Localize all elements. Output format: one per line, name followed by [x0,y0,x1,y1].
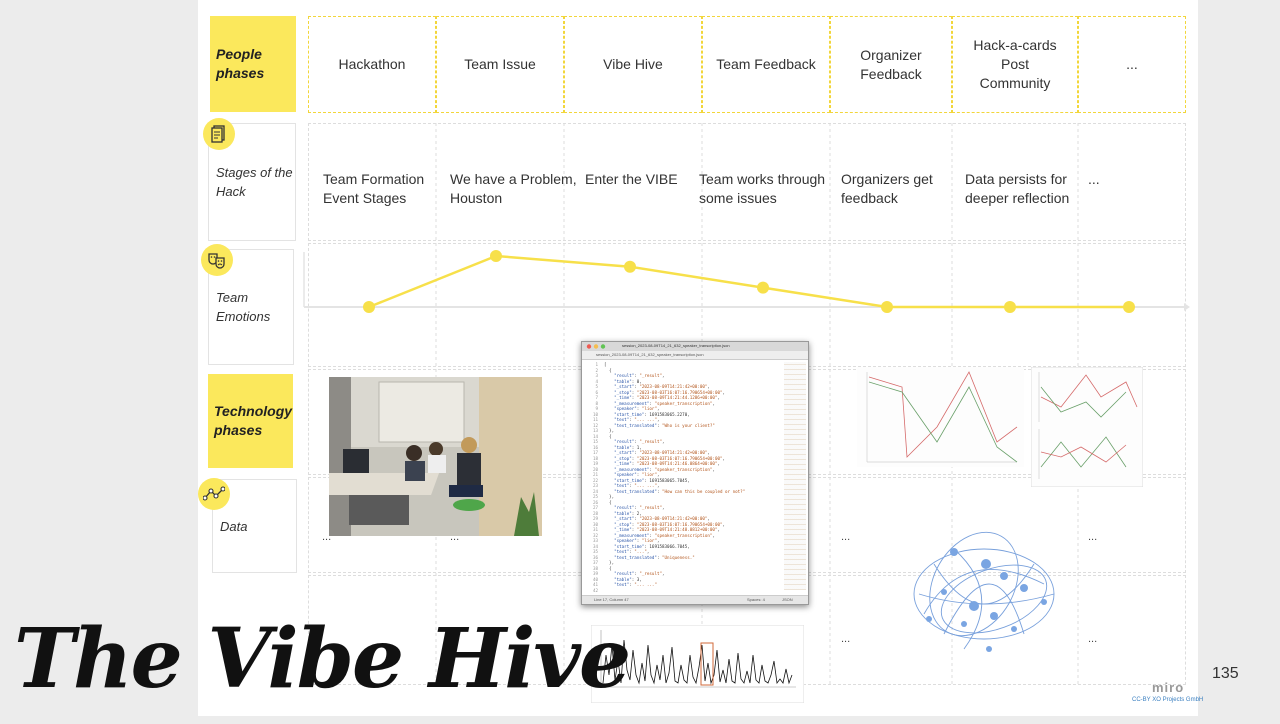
window-controls-icon [586,344,606,349]
data-flow-badge [198,478,230,510]
data-row-label: Data [220,518,248,534]
line-chart-thumbnail-2 [1031,367,1143,487]
emotions-row-label: Team Emotions [216,290,271,324]
line-chart-thumbnail [857,367,1024,467]
team-photo [329,377,542,536]
phase-label: Vibe Hive [603,56,663,72]
json-code: [ { "result": "_result", "table": 0, "_s… [604,362,746,587]
document-badge [203,118,235,150]
json-editor-screenshot: session_2023-08-09T14_21_632_speaker_tra… [581,341,809,605]
status-syntax: JSON [782,597,793,602]
emotion-axis-arrow [1184,303,1190,311]
page-number: 135 [1212,665,1239,682]
slide-title: The Vibe Hive [14,611,631,707]
data-ellipsis: ... [1088,633,1098,645]
stage-text-4: Team works through some issues [699,171,826,206]
emotion-point [1123,301,1135,313]
data-ellipsis: ... [1088,531,1098,543]
phase-label: Team Issue [464,56,536,72]
data-ellipsis: ... [841,633,851,645]
phase-cell-5: Organizer Feedback [830,16,952,113]
status-indentation: Spaces: 4 [747,597,765,602]
stage-text-6: Data persists for deeper reflection [965,171,1070,206]
phase-label: Hackathon [338,56,406,72]
phase-cell-4: Team Feedback [702,16,830,113]
data-ellipsis: ... [841,531,851,543]
phase-cell-7: ... [1078,16,1186,113]
phase-cell-6: Hack-a-cards Post Community [952,16,1078,113]
stage-text-1: Team Formation Event Stages [323,171,425,206]
people-phases-sticky: People phases [210,16,296,112]
technology-phases-label: Technology phases [214,403,293,438]
stage-text-2: We have a Problem, Houston [450,171,577,206]
stage-text-3: Enter the VIBE [585,171,678,187]
editor-code-body: 1 2 3 4 5 6 7 8 9 10 11 12 13 14 15 16 1… [582,360,808,596]
phase-cell-3: Vibe Hive [564,16,702,113]
status-position: Line 17, Column 47 [594,597,629,602]
theater-masks-icon [208,253,225,269]
stage-text-5: Organizers get feedback [841,171,933,206]
stages-row-grid [308,123,1186,241]
emotion-point [490,250,502,262]
miro-logo: miro [1152,680,1185,695]
stages-row-card: Stages of the Hack [208,123,296,241]
phase-cell-2: Team Issue [436,16,564,113]
emotion-curve [303,250,1190,313]
emotion-point [624,260,636,273]
data-flow-icon [203,486,225,501]
time-series-thumbnail [591,625,804,703]
data-ellipsis: ... [450,531,460,543]
emotion-point [757,281,769,294]
phase-label: Hack-a-cards Post Community [973,37,1057,91]
phase-label: ... [1126,56,1138,72]
phase-label: Organizer Feedback [860,46,922,82]
phase-label: Team Feedback [716,56,816,72]
network-graph [913,531,1055,652]
phase-cell-1: Hackathon [308,16,436,113]
line-numbers: 1 2 3 4 5 6 7 8 9 10 11 12 13 14 15 16 1… [592,362,598,593]
emotion-point [363,301,375,313]
editor-tab: session_2023-08-09T14_21_632_speaker_tra… [582,351,808,360]
theater-masks-badge [201,244,233,276]
editor-window-title: session_2023-08-09T14_21_632_speaker_tra… [622,343,730,348]
document-icon [211,125,225,143]
data-ellipsis: ... [450,633,460,645]
credit-text: CC-BY XO Projects GmbH [1132,697,1204,703]
people-phases-label: People phases [216,46,265,81]
stage-text-7: ... [1088,171,1100,187]
emotion-point [881,301,893,313]
stages-row-label: Stages of the Hack [216,165,293,199]
emotion-point [1004,301,1016,313]
emotion-line [368,254,1129,309]
technology-phases-sticky: Technology phases [208,374,293,468]
data-ellipsis: ... [322,531,332,543]
editor-minimap [784,362,806,590]
editor-titlebar: session_2023-08-09T14_21_632_speaker_tra… [582,342,808,351]
editor-statusbar: Line 17, Column 47 Spaces: 4 JSON [582,595,808,604]
